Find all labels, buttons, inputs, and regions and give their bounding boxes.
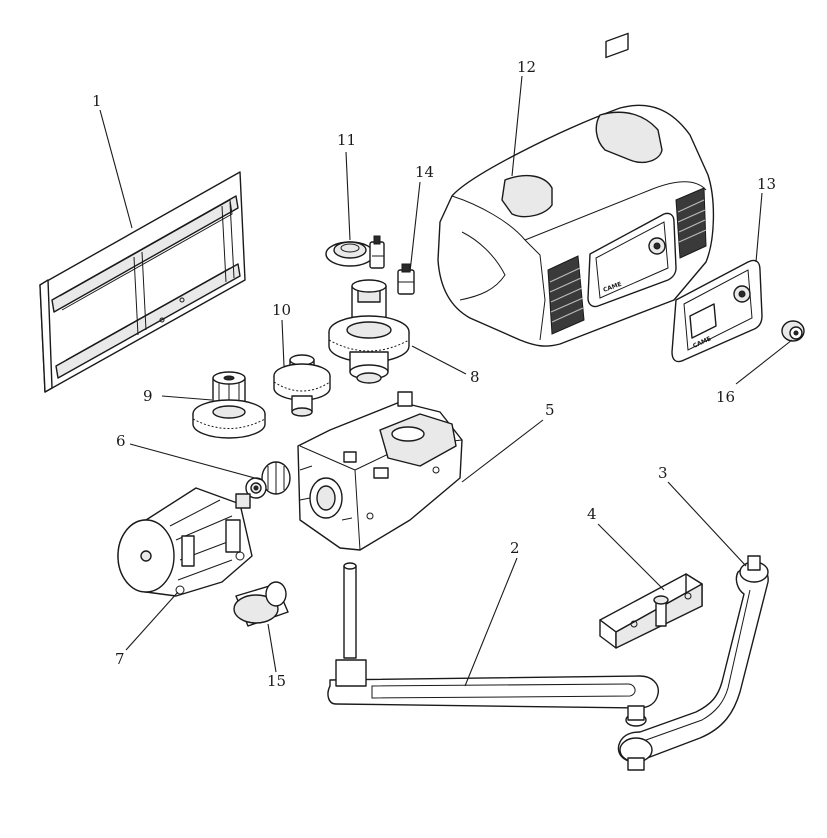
- callout-labels: 1 2 3 4 5 6 7 8 9 10 11 12 13 14 15 16: [92, 58, 776, 690]
- housing-vent-left: [547, 255, 585, 335]
- leader-16: [735, 339, 793, 385]
- leader-8: [411, 345, 467, 375]
- leader-7: [125, 591, 179, 651]
- leader-15: [267, 623, 277, 673]
- leader-6: [129, 443, 263, 481]
- callout-15: 15: [267, 672, 286, 690]
- part-7-motor: [117, 487, 253, 597]
- callout-13: 13: [757, 175, 776, 193]
- callout-7: 7: [115, 650, 125, 668]
- leader-10: [281, 319, 285, 367]
- leader-14: [409, 181, 421, 273]
- leader-2: [464, 557, 518, 687]
- leader-4: [597, 523, 665, 591]
- callout-6: 6: [116, 432, 126, 450]
- part-11-switch-disc: [325, 235, 385, 269]
- callout-8: 8: [470, 368, 480, 386]
- callout-10: 10: [272, 301, 291, 319]
- part-15-capacitor: [233, 581, 289, 627]
- part-8-output-gear: [328, 279, 410, 384]
- part-3-curved-arm: [617, 555, 769, 771]
- leader-3: [667, 481, 747, 567]
- part-6-coupling: [245, 461, 291, 499]
- part-9-drive-gear: [192, 371, 266, 439]
- callout-16: 16: [716, 388, 735, 406]
- leader-13: [755, 192, 763, 263]
- leader-9: [161, 395, 213, 401]
- part-1-mounting-plate: [39, 171, 246, 393]
- callout-14: 14: [415, 163, 434, 181]
- part-12-cover-housing: CAME: [437, 32, 715, 347]
- callout-5: 5: [545, 401, 555, 419]
- callout-2: 2: [510, 539, 520, 557]
- part-13-control-plate: CAME: [671, 259, 763, 363]
- part-10-intermediate-gear: [273, 354, 331, 417]
- leader-lines: [99, 75, 793, 687]
- part-14-microswitch: [397, 263, 415, 295]
- part-4-bracket: [599, 573, 703, 649]
- callout-9: 9: [143, 387, 153, 405]
- part-2-straight-arm: [327, 562, 659, 727]
- leader-1: [99, 109, 133, 229]
- part-16-plug: [781, 320, 805, 342]
- part-5-gearbox: [297, 391, 463, 551]
- callout-11: 11: [337, 131, 356, 149]
- leader-5: [461, 419, 544, 483]
- callout-1: 1: [92, 92, 102, 110]
- leader-11: [345, 151, 351, 241]
- callout-4: 4: [587, 505, 597, 523]
- housing-control-panel: CAME: [587, 32, 677, 308]
- housing-vent-right: [675, 187, 707, 259]
- callout-12: 12: [517, 58, 536, 76]
- callout-3: 3: [658, 464, 668, 482]
- leader-12: [511, 75, 523, 177]
